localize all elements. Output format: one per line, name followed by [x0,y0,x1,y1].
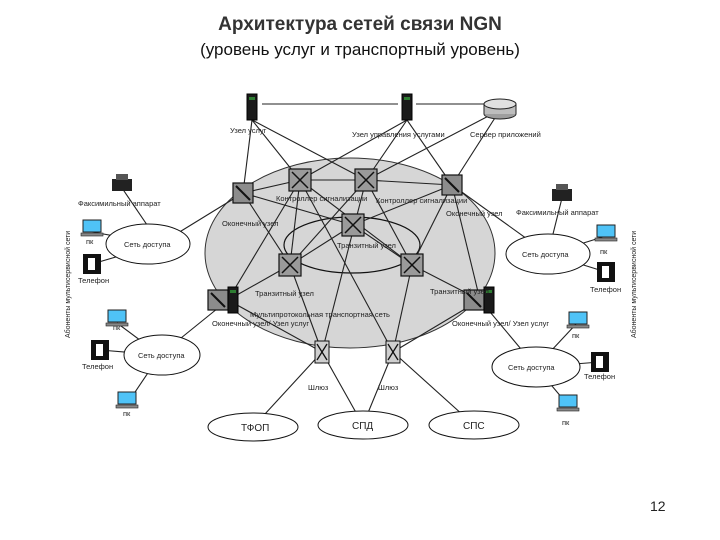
access-network-bottom-right [491,346,581,388]
label-edge-node-right: Оконечный узел [446,209,503,218]
access-network-bottom-left [123,334,201,376]
label-pc-top-right: пк [600,247,608,256]
fax-right-icon [552,184,572,201]
label-access-top-right: Сеть доступа [522,250,569,259]
core-network-ellipse [204,157,496,349]
controller-left-router-icon [288,168,312,192]
label-fax-left: Факсимильный аппарат [78,199,161,208]
pc-top-left-icon [80,219,104,237]
label-gateway-right: Шлюз [378,383,399,392]
label-gateway-left: Шлюз [308,383,329,392]
label-service-control: Узел управления услугами [352,130,445,139]
label-core-network: Мультипротокольная транспортная сеть [250,310,390,319]
label-access-top-left: Сеть доступа [124,240,171,249]
label-transit-left: Транзитный узел [255,289,314,298]
transit-node-center-router-icon [341,213,365,237]
pc-bottom-left-icon [115,391,139,409]
label-edge-node-left: Оконечный узел [222,219,279,228]
gateway-right-icon [385,340,401,364]
page-subtitle: (уровень услуг и транспортный уровень) [200,40,520,59]
app-server-database-icon [483,98,517,120]
fax-left-icon [112,174,132,191]
mobile-network-ellipse [428,410,520,440]
pc-mid-right-icon [566,311,590,329]
transit-node-right-router-icon [400,253,424,277]
edge-node-left-switch-icon [232,182,254,204]
pc-bottom-right-icon [556,394,580,412]
edge-node-right-switch-icon [441,174,463,196]
label-fax-right: Факсимильный аппарат [516,208,599,217]
phone-top-right-icon [597,262,615,282]
label-subscribers-left: Абоненты мультисервисной сети [64,231,72,338]
label-pc-mid-left: пк [113,323,121,332]
phone-top-left-icon [83,254,101,274]
label-service-node: Узел услуг [230,126,267,135]
phone-bottom-right-icon [591,352,609,372]
label-access-bottom-left: Сеть доступа [138,351,185,360]
access-network-top-right [505,233,591,275]
access-network-top-left [105,223,191,265]
label-access-bottom-right: Сеть доступа [508,363,555,372]
label-phone-bottom-right: Телефон [584,372,615,381]
label-phone-top-left: Телефон [78,276,109,285]
label-controller-right: Контроллер сигнализации [376,196,467,205]
service-control-server-icon [401,93,413,121]
page-number: 12 [650,498,666,514]
label-phone-top-right: Телефон [590,285,621,294]
controller-right-router-icon [354,168,378,192]
label-edge-service-right: Оконечный узел/ Узел услуг [452,319,549,328]
data-network-ellipse [317,410,409,440]
label-transit-center: Транзитный узел [337,241,396,250]
label-controller-left: Контроллер сигнализации [276,194,367,203]
pc-top-right-icon [594,224,618,242]
label-pc-bottom-left: пк [123,409,131,418]
label-transit-right: Транзитный узел [430,287,489,296]
label-phone-bottom-left: Телефон [82,362,113,371]
phone-bottom-left-icon [91,340,109,360]
service-node-server-icon [246,93,258,121]
label-mobile-network: СПС [463,421,485,432]
gateway-left-icon [314,340,330,364]
transit-node-left-router-icon [278,253,302,277]
label-app-server: Сервер приложений [470,130,541,139]
label-pc-top-left: пк [86,237,94,246]
label-edge-service-left: Оконечный узел/ Узел услуг [212,319,309,328]
label-pc-bottom-right: пк [562,418,570,427]
label-pstn: ТФОП [241,423,269,434]
label-subscribers-right: Абоненты мультисервисной сети [630,231,638,338]
pstn-ellipse [207,412,299,442]
label-pc-mid-right: пк [572,331,580,340]
page-title: Архитектура сетей связи NGN [218,14,502,35]
edge-service-node-left-icon [207,286,239,314]
label-data-network: СПД [352,421,373,432]
